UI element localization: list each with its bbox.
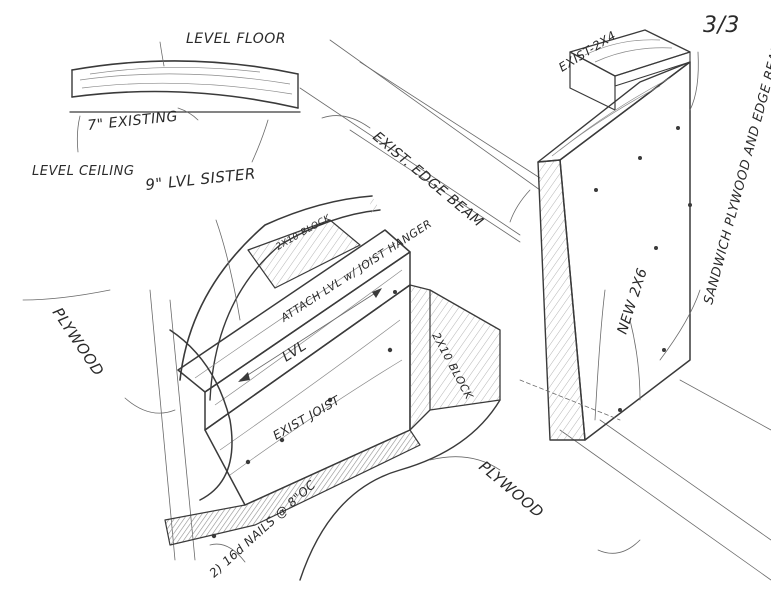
exist-edge-beam-label: EXIST. EDGE BEAM bbox=[369, 129, 486, 231]
lvl-label: LVL bbox=[279, 338, 309, 365]
block-2x10-top bbox=[248, 220, 360, 288]
lvl-sister-curve bbox=[179, 195, 373, 381]
exist-2x4-label: EXIST-2X4 bbox=[556, 28, 618, 74]
sandwich-note-label: SANDWICH PLYWOOD AND EDGE BEAM bbox=[701, 40, 771, 306]
exist-joist-face bbox=[204, 284, 411, 506]
lvl-sister-label: 9" LVL SISTER bbox=[145, 164, 257, 193]
leader-lines bbox=[22, 51, 701, 563]
plywood-cut-edge bbox=[169, 329, 233, 501]
level-floor-label: LEVEL FLOOR bbox=[186, 31, 286, 47]
level-ceiling-label: LEVEL CEILING bbox=[32, 164, 134, 179]
joist-assembly bbox=[164, 195, 501, 581]
page-number: 3/3 bbox=[703, 13, 740, 38]
edge-beam-assembly bbox=[519, 29, 692, 441]
exist-joist-label: EXIST JOIST bbox=[271, 392, 344, 442]
new-2x6-top bbox=[537, 61, 691, 163]
new-2x6-side bbox=[538, 160, 585, 440]
section-detail bbox=[69, 41, 301, 163]
curved-joist-top bbox=[71, 60, 299, 75]
plywood-right-label: PLYWOOD bbox=[475, 457, 547, 521]
new-2x6-label: NEW 2X6 bbox=[615, 266, 651, 336]
curved-joist-bottom bbox=[71, 90, 299, 109]
plywood-left-label: PLYWOOD bbox=[49, 304, 108, 379]
lvl-front-face bbox=[204, 251, 411, 431]
block-2x10-right bbox=[410, 285, 500, 430]
